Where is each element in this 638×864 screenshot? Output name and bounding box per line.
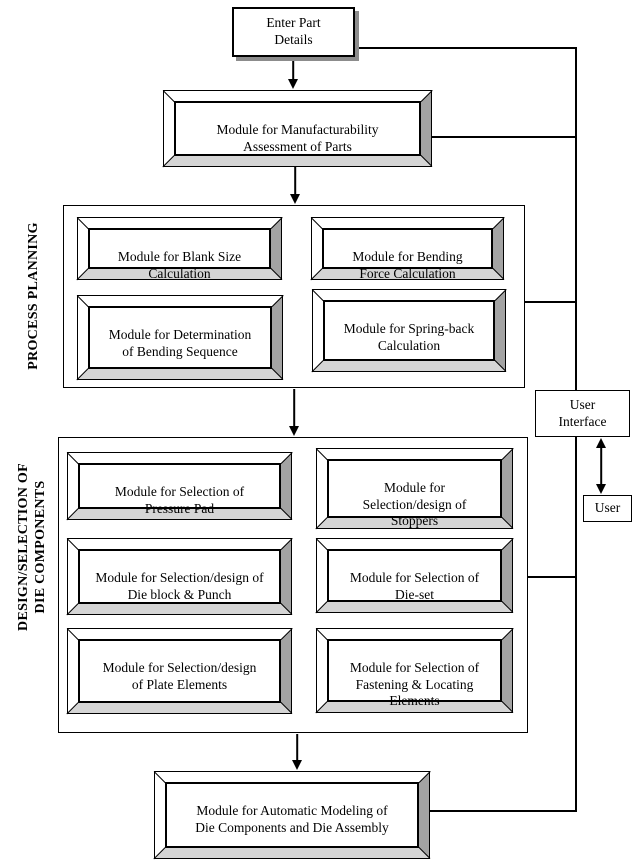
module-plate-elements-label: Module for Selection/design of Plate Ele…: [102, 660, 257, 692]
module-manufacturability-bevel: Module for Manufacturability Assessment …: [164, 91, 431, 166]
module-fastening-locating: Module for Selection of Fastening & Loca…: [316, 628, 513, 713]
module-pressure-pad-inner: Module for Selection of Pressure Pad: [78, 463, 281, 516]
module-manufacturability-label: Module for Manufacturability Assessment …: [216, 122, 379, 154]
line-enter-to-right-rail: [357, 47, 576, 49]
module-stoppers-label: Module for Selection/design of Stoppers: [362, 480, 467, 529]
module-fastening-locating-label: Module for Selection of Fastening & Loca…: [349, 660, 480, 709]
group-design-selection-label: DESIGN/SELECTION OF DIE COMPONENTS: [16, 463, 48, 631]
module-pressure-pad-label: Module for Selection of Pressure Pad: [114, 484, 245, 516]
user-box: User: [583, 495, 632, 522]
module-pressure-pad-bevel: Module for Selection of Pressure Pad: [68, 453, 291, 519]
module-stoppers: Module for Selection/design of Stoppers: [316, 448, 513, 529]
module-manufacturability-inner: Module for Manufacturability Assessment …: [174, 101, 421, 156]
module-bending-force-bevel: Module for Bending Force Calculation: [312, 218, 503, 281]
module-die-block-punch: Module for Selection/design of Die block…: [67, 538, 292, 615]
module-manufacturability: Module for Manufacturability Assessment …: [163, 90, 432, 167]
module-plate-elements: Module for Selection/design of Plate Ele…: [67, 628, 292, 714]
module-blank-size-inner: Module for Blank Size Calculation: [88, 228, 271, 281]
module-die-block-punch-label: Module for Selection/design of Die block…: [95, 570, 264, 602]
line-design-group-tap: [528, 576, 576, 578]
module-die-set-bevel: Module for Selection of Die-set: [317, 539, 512, 612]
line-modeling-tap: [430, 810, 577, 812]
module-bending-sequence-inner: Module for Determination of Bending Sequ…: [88, 306, 272, 369]
arrow-down-head-icon: [596, 484, 606, 494]
line-process-group-tap: [525, 301, 576, 303]
group-process-planning-label: PROCESS PLANNING: [26, 222, 41, 370]
module-stoppers-bevel: Module for Selection/design of Stoppers: [317, 449, 512, 528]
module-spring-back-inner: Module for Spring-back Calculation: [323, 300, 495, 361]
module-automatic-modeling-bevel: Module for Automatic Modeling of Die Com…: [155, 772, 429, 858]
module-bending-sequence-label: Module for Determination of Bending Sequ…: [108, 327, 252, 359]
module-bending-force-label: Module for Bending Force Calculation: [352, 249, 463, 281]
module-plate-elements-bevel: Module for Selection/design of Plate Ele…: [68, 629, 291, 713]
module-blank-size: Module for Blank Size Calculation: [77, 217, 282, 281]
module-spring-back-bevel: Module for Spring-back Calculation: [313, 290, 505, 371]
module-fastening-locating-inner: Module for Selection of Fastening & Loca…: [327, 639, 502, 708]
node-enter-part-details-label: Enter Part Details: [266, 15, 321, 47]
module-bending-force-inner: Module for Bending Force Calculation: [322, 228, 493, 281]
node-enter-part-details: Enter Part Details: [232, 7, 355, 57]
module-blank-size-bevel: Module for Blank Size Calculation: [78, 218, 281, 281]
arrow-design-to-modeling-icon: [291, 734, 303, 770]
user-interface-label: User Interface: [558, 396, 607, 429]
user-label: User: [594, 500, 621, 516]
module-plate-elements-inner: Module for Selection/design of Plate Ele…: [78, 639, 281, 703]
module-spring-back-label: Module for Spring-back Calculation: [343, 321, 475, 353]
arrow-up-head-icon: [596, 438, 606, 448]
module-automatic-modeling-label: Module for Automatic Modeling of Die Com…: [195, 803, 389, 835]
module-bending-sequence: Module for Determination of Bending Sequ…: [77, 295, 283, 380]
arrow-enter-to-manufacturability-icon: [287, 57, 299, 89]
module-stoppers-inner: Module for Selection/design of Stoppers: [327, 459, 502, 528]
module-die-block-punch-bevel: Module for Selection/design of Die block…: [68, 539, 291, 614]
module-automatic-modeling: Module for Automatic Modeling of Die Com…: [154, 771, 430, 859]
line-manufacturability-tap: [431, 136, 576, 138]
module-die-set: Module for Selection of Die-set: [316, 538, 513, 613]
module-spring-back: Module for Spring-back Calculation: [312, 289, 506, 372]
module-die-set-inner: Module for Selection of Die-set: [327, 549, 502, 602]
module-automatic-modeling-inner: Module for Automatic Modeling of Die Com…: [165, 782, 419, 848]
user-interface-box: User Interface: [535, 390, 630, 437]
module-fastening-locating-bevel: Module for Selection of Fastening & Loca…: [317, 629, 512, 712]
module-die-set-label: Module for Selection of Die-set: [349, 570, 480, 602]
module-bending-sequence-bevel: Module for Determination of Bending Sequ…: [78, 296, 282, 379]
double-arrow-user-interface-user-icon: [595, 438, 607, 494]
arrow-manufacturability-to-process-icon: [289, 167, 301, 204]
module-die-block-punch-inner: Module for Selection/design of Die block…: [78, 549, 281, 604]
module-blank-size-label: Module for Blank Size Calculation: [117, 249, 242, 281]
module-pressure-pad: Module for Selection of Pressure Pad: [67, 452, 292, 520]
arrow-process-to-design-icon: [288, 389, 300, 436]
module-bending-force: Module for Bending Force Calculation: [311, 217, 504, 281]
